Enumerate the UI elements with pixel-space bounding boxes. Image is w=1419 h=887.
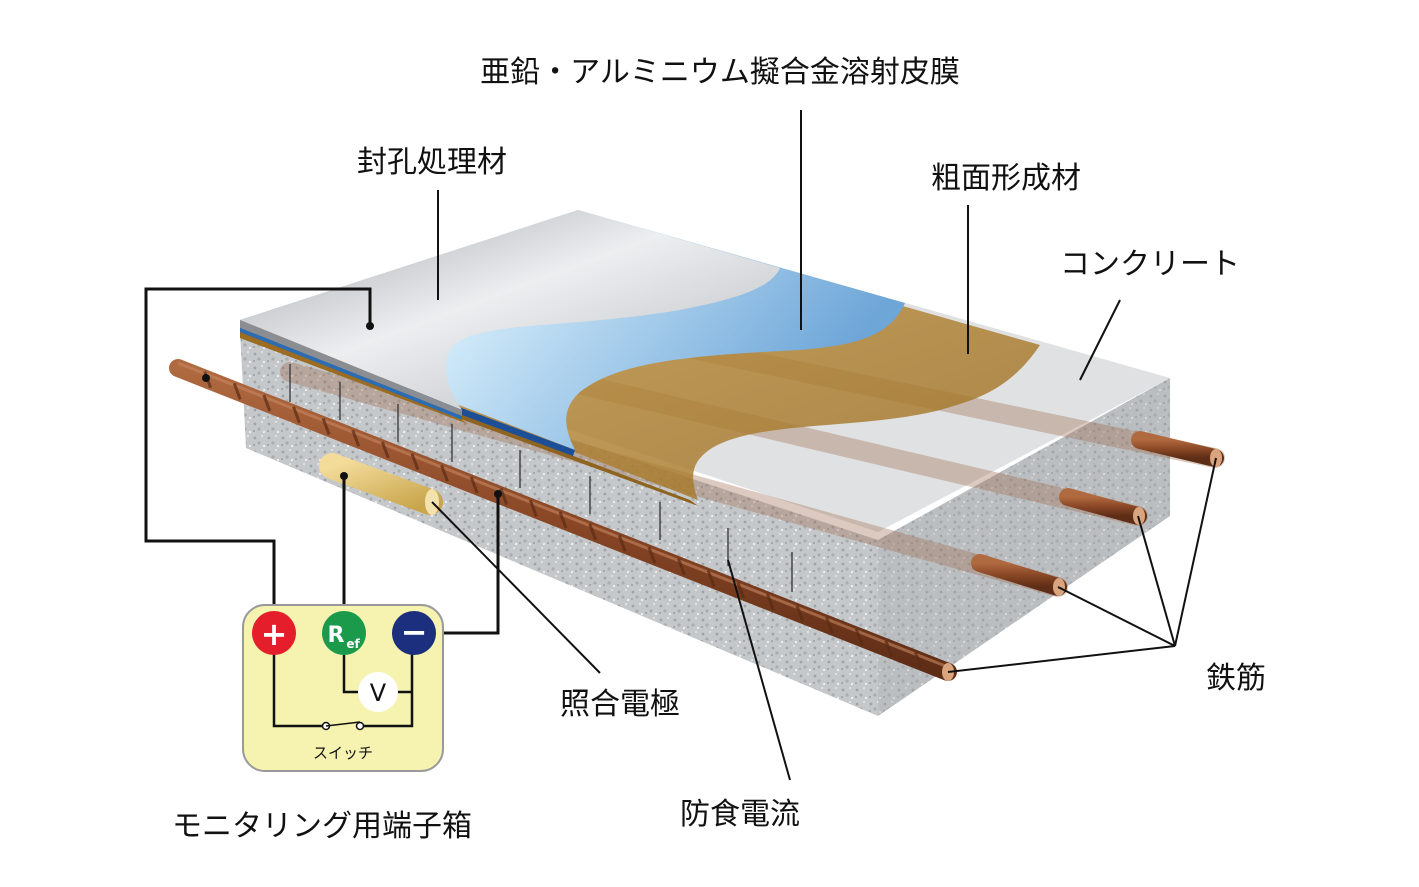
rebar-front bbox=[169, 359, 957, 681]
label-terminal-box: モニタリング用端子箱 bbox=[172, 809, 472, 844]
ref-terminal-label: R bbox=[328, 623, 345, 648]
rebar-rib bbox=[292, 406, 301, 424]
wiring bbox=[144, 287, 500, 635]
rebar-rib bbox=[795, 605, 805, 623]
switch-label: スイッチ bbox=[313, 744, 373, 762]
label-sealer: 封孔処理材 bbox=[357, 145, 507, 180]
rebar-rib bbox=[380, 441, 390, 459]
rebar-rib bbox=[321, 417, 331, 435]
rebar-rib bbox=[351, 429, 361, 447]
voltmeter-label: V bbox=[370, 679, 387, 707]
rebar-rib bbox=[528, 499, 538, 517]
label-rebar: 鉄筋 bbox=[1206, 661, 1266, 696]
rebar-rib bbox=[825, 616, 834, 634]
sealer-layer bbox=[240, 210, 780, 410]
ref-terminal[interactable]: R ef bbox=[322, 611, 366, 655]
minus-terminal-label: − bbox=[401, 613, 428, 651]
rebar-rib bbox=[410, 453, 420, 471]
minus-terminal[interactable]: − bbox=[392, 611, 436, 655]
rebar-rib bbox=[232, 382, 242, 400]
concrete-side-face bbox=[878, 378, 1170, 716]
rebar-rib bbox=[262, 394, 272, 412]
rebar-rib bbox=[765, 593, 775, 611]
rebar-rib bbox=[677, 558, 686, 576]
rebar-rib bbox=[617, 534, 627, 552]
rebar-rib bbox=[588, 523, 598, 541]
plus-terminal-label: + bbox=[261, 615, 288, 653]
rebar-rib bbox=[884, 640, 894, 658]
rebar-rib bbox=[499, 488, 509, 506]
voltmeter: V bbox=[358, 672, 398, 712]
rebar-rib bbox=[558, 511, 568, 529]
rebar-rib bbox=[469, 476, 479, 494]
label-protection-current: 防食電流 bbox=[680, 797, 800, 832]
rebar-rib bbox=[440, 464, 449, 482]
leader-lines bbox=[431, 110, 1217, 781]
rebar-rib bbox=[913, 651, 923, 669]
protection-current-arrows bbox=[289, 364, 793, 592]
label-reference-electrode: 照合電極 bbox=[560, 687, 680, 722]
label-rough-surface: 粗面形成材 bbox=[931, 161, 1081, 196]
ref-terminal-sub: ef bbox=[346, 637, 360, 651]
rebar-rib bbox=[854, 628, 864, 646]
plus-terminal[interactable]: + bbox=[252, 611, 296, 655]
label-zinc-al-film: 亜鉛・アルミニウム擬合金溶射皮膜 bbox=[480, 55, 960, 90]
rebar-rib bbox=[736, 581, 746, 599]
rebar-rib bbox=[706, 569, 716, 587]
monitoring-terminal-box: + R ef − V スイッチ bbox=[242, 604, 444, 772]
rebar-rib bbox=[647, 546, 657, 564]
label-concrete: コンクリート bbox=[1060, 247, 1240, 282]
